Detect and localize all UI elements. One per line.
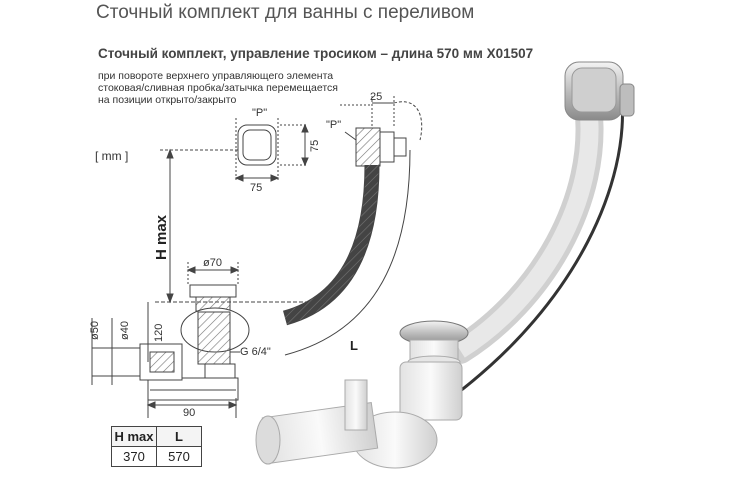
length-label: L (350, 338, 358, 353)
description-note: при повороте верхнего управляющего элеме… (98, 70, 338, 106)
h-max-label: H max (153, 214, 170, 260)
overflow-side-unit (355, 127, 381, 167)
description-line: при повороте верхнего управляющего элеме… (98, 70, 334, 82)
table-cell-l: 570 (156, 446, 202, 467)
table-header-l: L (156, 426, 202, 447)
control-knob-front (237, 124, 277, 166)
control-cable (454, 99, 624, 397)
table-row: 370 570 (111, 446, 202, 467)
description-line: на позиции открыто/закрыто (98, 94, 237, 106)
page-title: Сточный комплект для ванны с переливом (96, 2, 475, 23)
p-label-side: "P" (326, 119, 341, 131)
drain-head (189, 284, 237, 298)
thread-label: G 6/4" (240, 346, 271, 358)
dim-75-height: 75 (309, 140, 321, 152)
outlet-pipe (91, 347, 141, 377)
dim-d70: ø70 (203, 257, 222, 269)
dim-75-width: 75 (250, 182, 262, 194)
dimension-table: H max L 370 570 (111, 426, 202, 467)
schematic-drawing: [ mm ] H max 75 75 "P" 25 "P" (89, 91, 423, 419)
p-label-top: "P" (252, 107, 267, 119)
dim-d40: ø40 (119, 321, 131, 340)
product-subtitle: Сточный комплект, управление тросиком – … (98, 46, 534, 61)
dim-25: 25 (370, 91, 382, 103)
table-header-hmax: H max (111, 426, 157, 447)
dim-d50: ø50 (89, 321, 101, 340)
units-label: [ mm ] (95, 149, 128, 163)
siphon-vertical (399, 361, 463, 421)
table-cell-hmax: 370 (111, 446, 157, 467)
dim-90: 90 (183, 407, 195, 419)
product-render (255, 61, 635, 469)
dim-120: 120 (153, 324, 165, 342)
description-line: стоковая/сливная пробка/затычка перемеща… (98, 82, 338, 94)
